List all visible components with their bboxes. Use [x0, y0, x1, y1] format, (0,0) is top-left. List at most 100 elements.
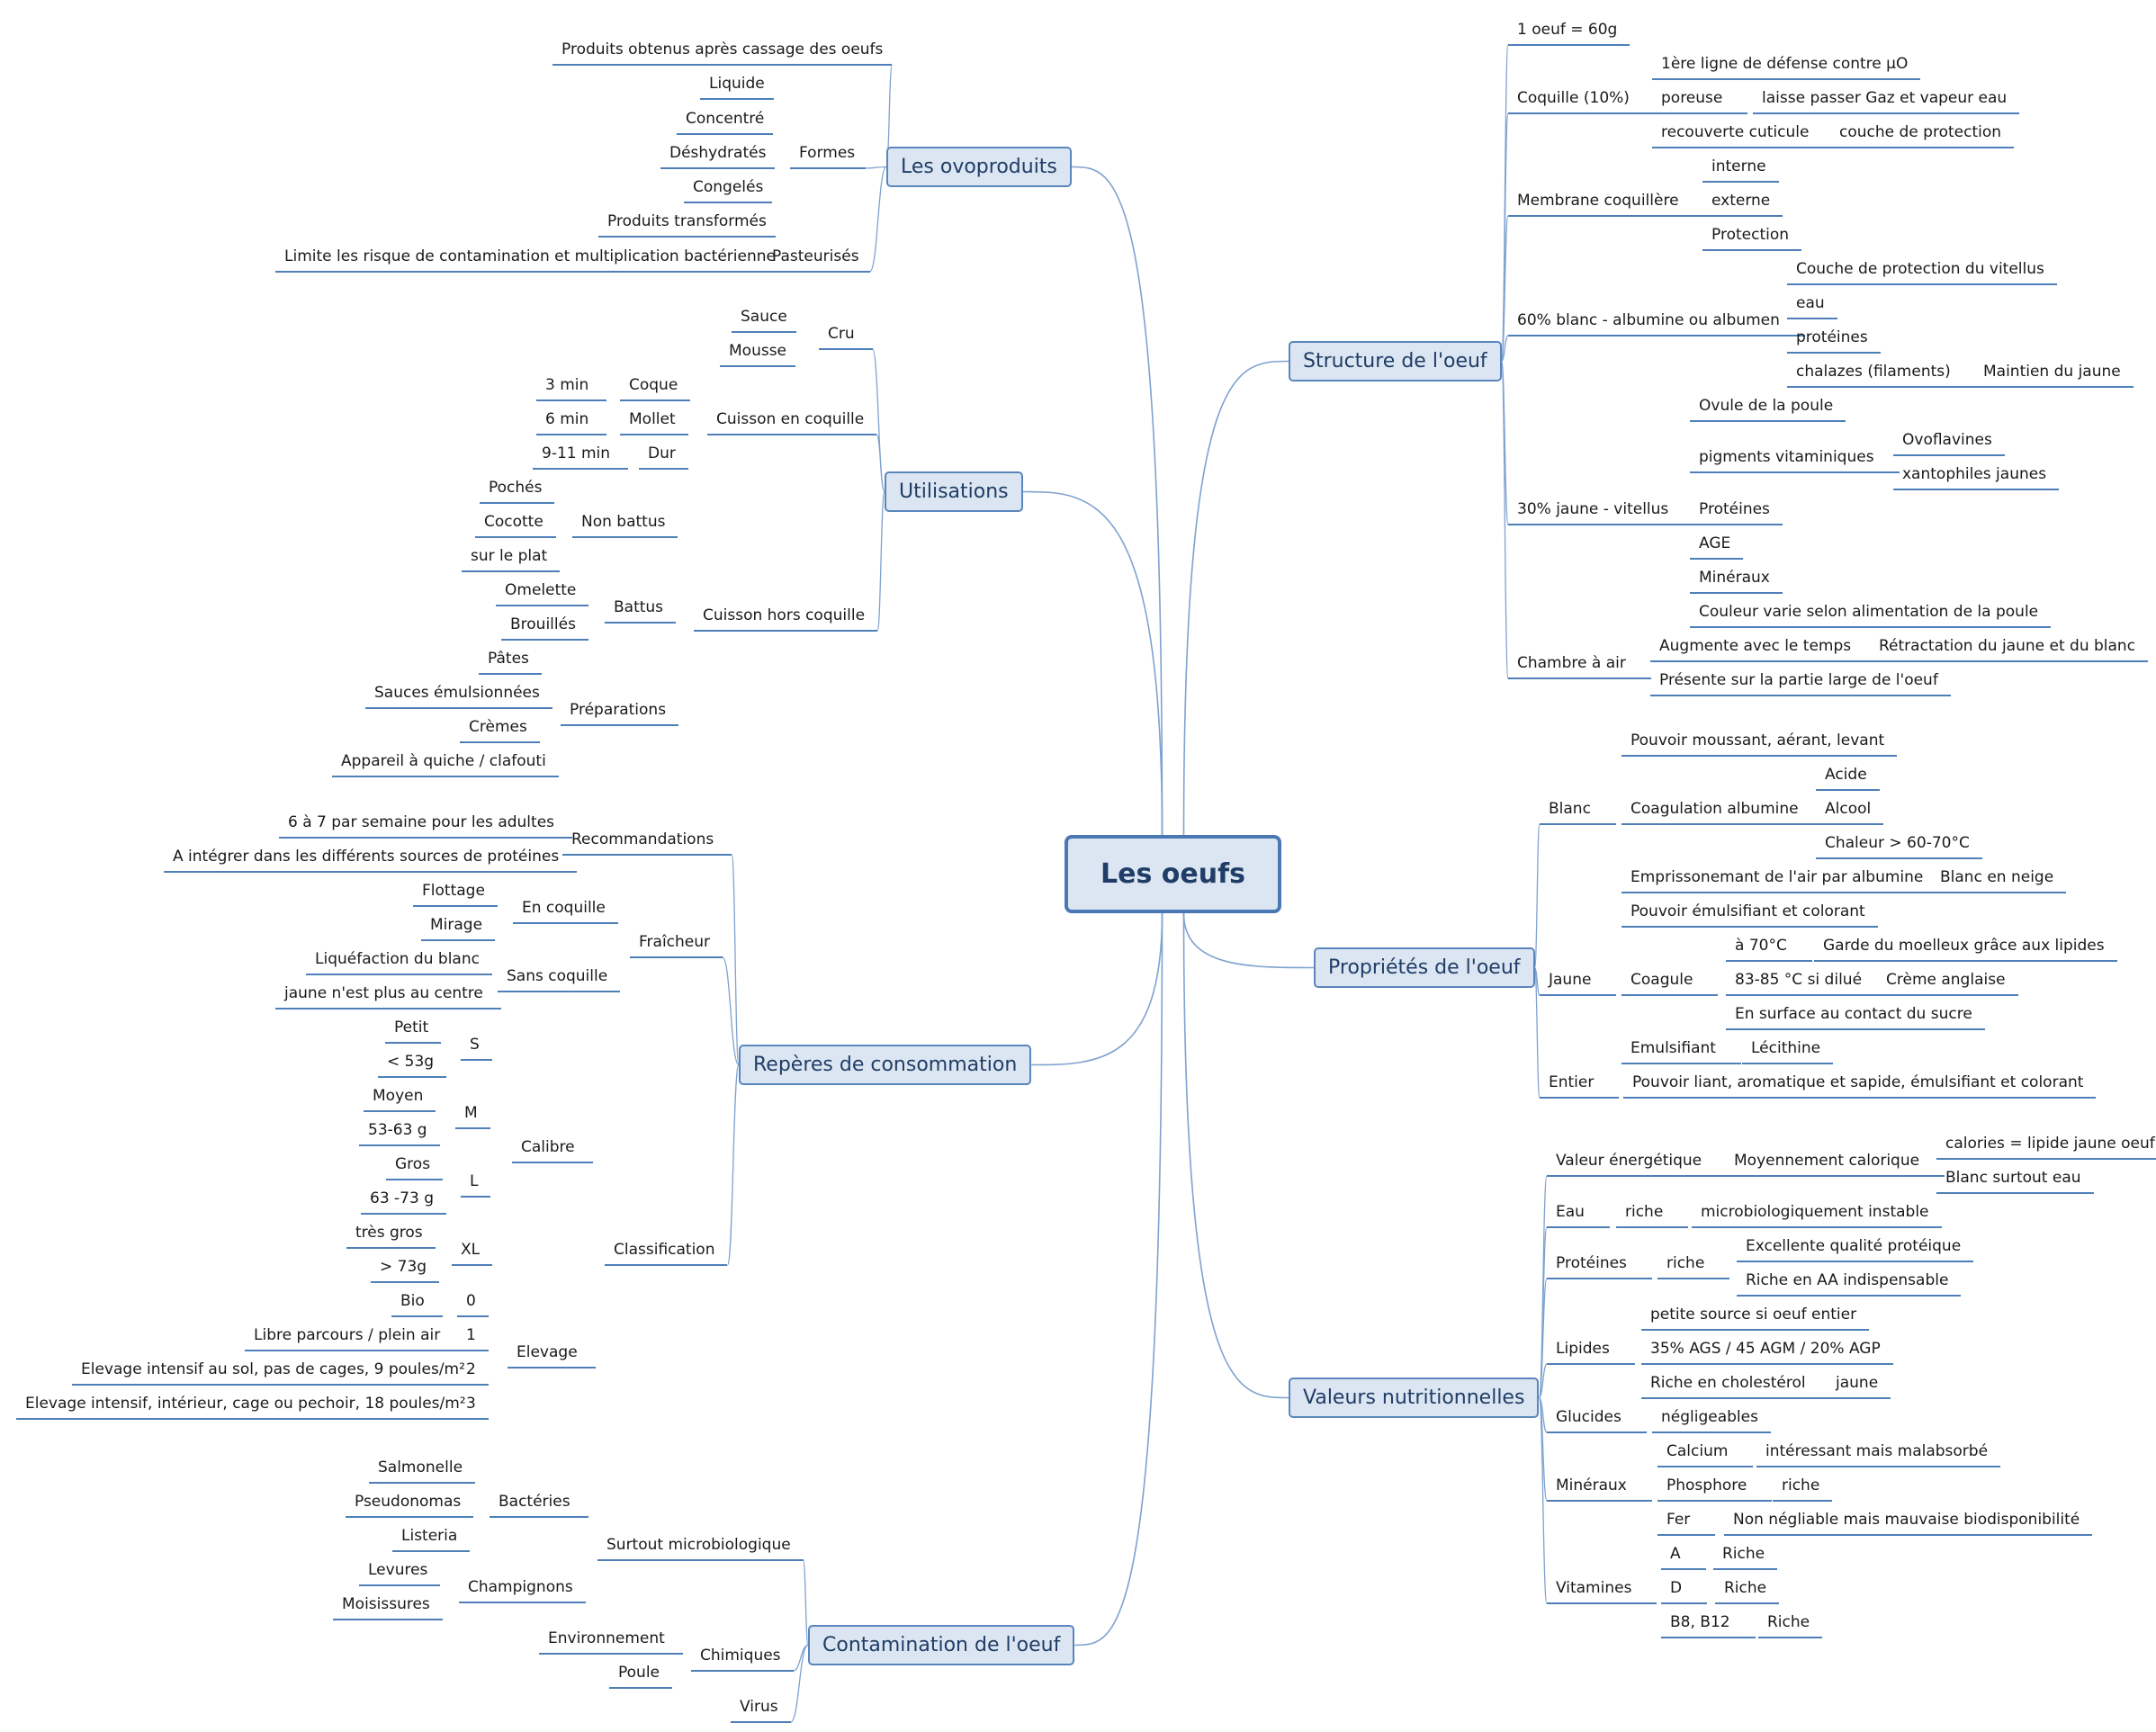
node-recommandations[interactable]: Recommandations — [562, 830, 732, 856]
branch-reperes-consommation[interactable]: Repères de consommation — [739, 1045, 1032, 1085]
node-bacteries[interactable]: Bactéries — [490, 1492, 588, 1518]
node-appareil-quiche[interactable]: Appareil à quiche / clafouti — [332, 751, 559, 777]
node-membrane-coquillere[interactable]: Membrane coquillère — [1508, 191, 1704, 217]
node-vit-b8-b12[interactable]: B8, B12 — [1661, 1612, 1756, 1638]
node-omelette[interactable]: Omelette — [496, 580, 589, 606]
node-limite-risque[interactable]: Limite les risque de contamination et mu… — [275, 247, 794, 273]
node-calcium-malabsorbe[interactable]: intéressant mais malabsorbé — [1756, 1441, 2001, 1467]
node-elevage-cage[interactable]: Elevage intensif, intérieur, cage ou pec… — [16, 1394, 484, 1420]
node-microbiologiquement-instable[interactable]: microbiologiquement instable — [1692, 1202, 1942, 1228]
node-plus-73g[interactable]: > 73g — [371, 1257, 440, 1283]
node-vitamines[interactable]: Vitamines — [1547, 1578, 1657, 1604]
node-flottage[interactable]: Flottage — [413, 881, 498, 907]
node-negligeables[interactable]: négligeables — [1652, 1407, 1771, 1433]
node-moyennement-calorique[interactable]: Moyennement calorique — [1725, 1151, 1945, 1177]
node-liquefaction[interactable]: Liquéfaction du blanc — [306, 949, 492, 975]
node-coque[interactable]: Coque — [620, 375, 691, 401]
node-9-11min[interactable]: 9-11 min — [533, 444, 629, 470]
node-poches[interactable]: Pochés — [480, 478, 555, 504]
node-age[interactable]: AGE — [1690, 534, 1744, 560]
node-30-jaune[interactable]: 30% jaune - vitellus — [1508, 499, 1694, 525]
node-integrer-sources[interactable]: A intégrer dans les différents sources d… — [164, 847, 578, 873]
node-sauces-emulsionnees[interactable]: Sauces émulsionnées — [365, 683, 552, 709]
node-tres-gros[interactable]: très gros — [346, 1223, 436, 1249]
node-cat-1[interactable]: 1 — [457, 1325, 489, 1351]
node-vit-d[interactable]: D — [1661, 1578, 1708, 1604]
node-acide[interactable]: Acide — [1816, 765, 1880, 791]
node-proteines-riche[interactable]: riche — [1657, 1253, 1730, 1279]
node-a-70c[interactable]: à 70°C — [1726, 936, 1812, 962]
node-recouverte-cuticule[interactable]: recouverte cuticule — [1652, 122, 1835, 148]
node-63-73g[interactable]: 63 -73 g — [361, 1189, 446, 1215]
node-produits-transformes[interactable]: Produits transformés — [598, 211, 776, 238]
node-battus[interactable]: Battus — [605, 597, 677, 624]
node-moyen[interactable]: Moyen — [364, 1086, 436, 1112]
node-classification[interactable]: Classification — [605, 1240, 728, 1266]
node-chaleur[interactable]: Chaleur > 60-70°C — [1816, 833, 1982, 859]
node-champignons[interactable]: Champignons — [459, 1577, 586, 1603]
node-produits-obtenus[interactable]: Produits obtenus après cassage des oeufs — [552, 40, 893, 66]
node-1-oeuf-60g[interactable]: 1 oeuf = 60g — [1508, 20, 1630, 46]
node-cat-2[interactable]: 2 — [457, 1360, 489, 1386]
node-vit-b-riche[interactable]: Riche — [1758, 1612, 1823, 1638]
node-6-7-par-semaine[interactable]: 6 à 7 par semaine pour les adultes — [279, 812, 573, 839]
node-non-battus[interactable]: Non battus — [572, 512, 678, 538]
node-cuisson-en-coquille[interactable]: Cuisson en coquille — [707, 409, 877, 435]
node-preparations[interactable]: Préparations — [561, 700, 679, 726]
node-vit-a-riche[interactable]: Riche — [1713, 1544, 1778, 1570]
node-maintien-jaune[interactable]: Maintien du jaune — [1974, 362, 2134, 388]
node-calcium[interactable]: Calcium — [1657, 1441, 1754, 1467]
node-riche-aa[interactable]: Riche en AA indispensable — [1737, 1270, 1962, 1297]
node-concentre[interactable]: Concentré — [677, 109, 774, 135]
node-congeles[interactable]: Congelés — [684, 177, 773, 203]
node-libre-parcours[interactable]: Libre parcours / plein air — [245, 1325, 459, 1351]
node-phosphore[interactable]: Phosphore — [1657, 1476, 1773, 1502]
node-3min[interactable]: 3 min — [536, 375, 607, 401]
node-chimiques[interactable]: Chimiques — [691, 1646, 794, 1672]
branch-valeurs-nutritionnelles[interactable]: Valeurs nutritionnelles — [1289, 1378, 1540, 1418]
node-liquide[interactable]: Liquide — [700, 74, 774, 100]
node-chalazes[interactable]: chalazes (filaments) — [1787, 362, 1976, 388]
branch-ovoproduits[interactable]: Les ovoproduits — [886, 147, 1072, 187]
node-cru[interactable]: Cru — [819, 324, 873, 350]
node-mirage[interactable]: Mirage — [421, 915, 496, 941]
node-eau[interactable]: Eau — [1547, 1202, 1610, 1228]
node-dur[interactable]: Dur — [639, 444, 688, 470]
node-moisissures[interactable]: Moisissures — [333, 1594, 443, 1620]
node-surtout-microbiologique[interactable]: Surtout microbiologique — [597, 1535, 804, 1561]
node-augmente-temps[interactable]: Augmente avec le temps — [1650, 636, 1877, 662]
node-premiere-ligne[interactable]: 1ère ligne de défense contre µO — [1652, 54, 1921, 80]
node-entier[interactable]: Entier — [1540, 1072, 1620, 1099]
node-elevage[interactable]: Elevage — [508, 1342, 596, 1369]
node-83-85c[interactable]: 83-85 °C si dilué — [1726, 970, 1888, 996]
node-ovoflavines[interactable]: Ovoflavines — [1893, 430, 2005, 456]
node-6min[interactable]: 6 min — [536, 409, 607, 435]
node-phosphore-riche[interactable]: riche — [1773, 1476, 1833, 1502]
node-s[interactable]: S — [461, 1035, 492, 1061]
branch-proprietes[interactable]: Propriétés de l'oeuf — [1314, 947, 1535, 988]
node-fer-biodisponibilite[interactable]: Non négliable mais mauvaise biodisponibi… — [1724, 1510, 2093, 1536]
node-fer[interactable]: Fer — [1657, 1510, 1716, 1536]
node-salmonelle[interactable]: Salmonelle — [369, 1458, 476, 1484]
node-eau-blanc[interactable]: eau — [1787, 293, 1837, 319]
node-mousse[interactable]: Mousse — [720, 341, 796, 367]
node-deshydrates[interactable]: Déshydratés — [660, 143, 776, 169]
node-partie-large[interactable]: Présente sur la partie large de l'oeuf — [1650, 670, 1951, 696]
node-virus[interactable]: Virus — [731, 1697, 791, 1723]
node-mineraux-jaune[interactable]: Minéraux — [1690, 568, 1783, 594]
node-xl[interactable]: XL — [452, 1240, 493, 1266]
node-lipides[interactable]: Lipides — [1547, 1339, 1635, 1365]
node-pseudonomas[interactable]: Pseudonomas — [346, 1492, 474, 1518]
node-formes[interactable]: Formes — [790, 143, 867, 169]
node-cuisson-hors-coquille[interactable]: Cuisson hors coquille — [694, 606, 878, 632]
node-couche-vitellus[interactable]: Couche de protection du vitellus — [1787, 259, 2057, 285]
node-sans-coquille[interactable]: Sans coquille — [498, 966, 621, 992]
node-coagulation-albumine[interactable]: Coagulation albumine — [1621, 799, 1824, 825]
node-calibre[interactable]: Calibre — [512, 1137, 593, 1163]
branch-structure[interactable]: Structure de l'oeuf — [1289, 341, 1502, 381]
node-53-63g[interactable]: 53-63 g — [359, 1120, 440, 1146]
node-cholesterol-jaune[interactable]: jaune — [1827, 1373, 1891, 1399]
node-pouvoir-liant[interactable]: Pouvoir liant, aromatique et sapide, ému… — [1623, 1072, 2097, 1099]
node-proteines-jaune[interactable]: Protéines — [1690, 499, 1783, 525]
node-gaz-vapeur[interactable]: laisse passer Gaz et vapeur eau — [1753, 88, 2020, 114]
